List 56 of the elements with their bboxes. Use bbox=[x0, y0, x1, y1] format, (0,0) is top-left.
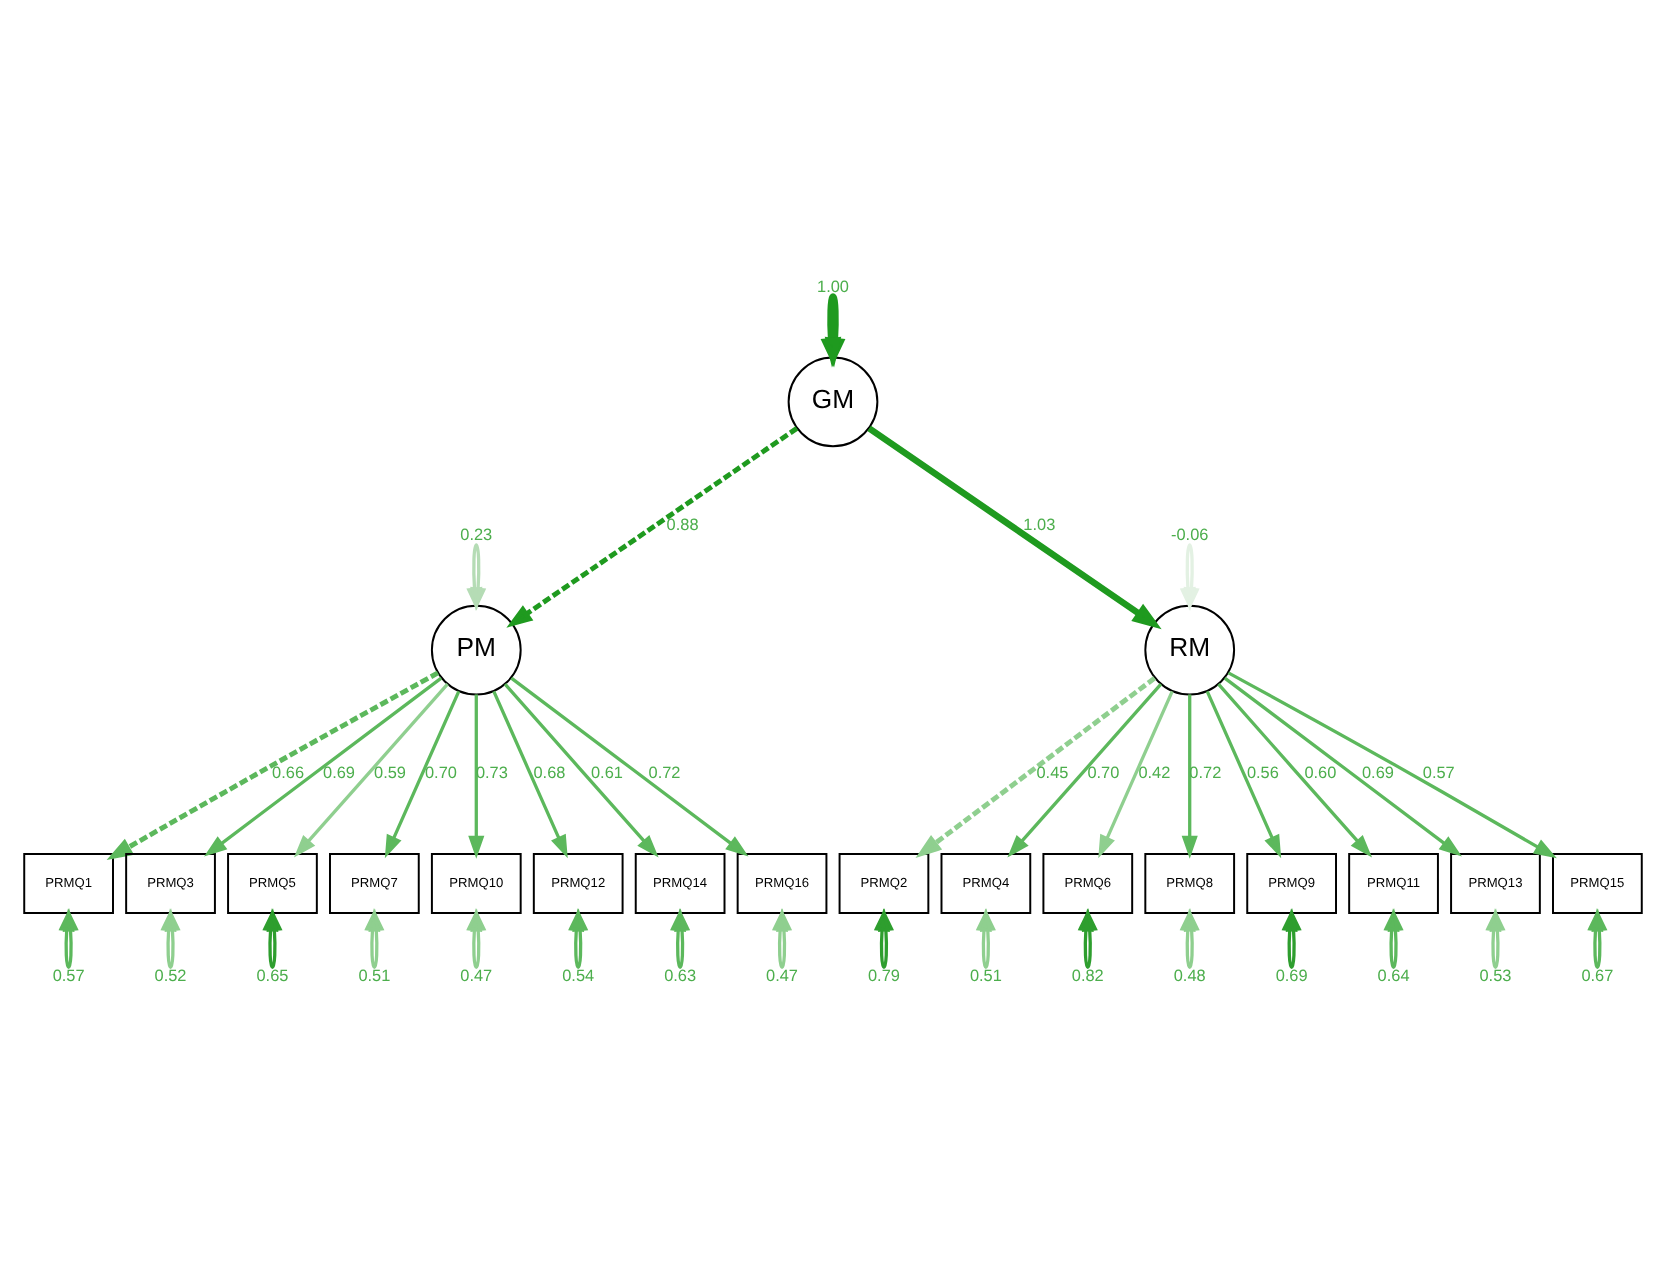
arrow bbox=[915, 676, 1157, 859]
edge-label: 0.23 bbox=[460, 525, 493, 544]
edge-label: 0.61 bbox=[591, 764, 623, 783]
edge-label: 0.48 bbox=[1173, 966, 1206, 985]
arrow bbox=[293, 683, 449, 858]
node-circle: PM bbox=[430, 604, 522, 696]
edge-label: 0.69 bbox=[1361, 764, 1394, 783]
edge-label: -0.06 bbox=[1171, 525, 1209, 544]
arrow bbox=[204, 676, 443, 857]
edge-label: 0.45 bbox=[1036, 764, 1069, 783]
edge-label: 0.70 bbox=[424, 764, 457, 783]
edge-label: 0.53 bbox=[1479, 966, 1512, 985]
edge-label: 0.59 bbox=[374, 764, 406, 783]
edge-label: 0.51 bbox=[969, 966, 1002, 985]
edge-label: 0.63 bbox=[664, 966, 697, 985]
edge-label: 0.60 bbox=[1304, 764, 1337, 783]
edge-label: 0.56 bbox=[1246, 764, 1279, 783]
edge-label: 1.00 bbox=[817, 277, 849, 296]
edge-label: 0.67 bbox=[1581, 966, 1614, 985]
arrow bbox=[468, 694, 485, 859]
edge-label: 1.03 bbox=[1023, 516, 1056, 535]
edge-label: 0.47 bbox=[460, 966, 493, 985]
node-circle: RM bbox=[1144, 604, 1236, 696]
edge-label: 0.57 bbox=[52, 966, 85, 985]
edge-label: 0.69 bbox=[1275, 966, 1308, 985]
edge-label: 0.65 bbox=[256, 966, 289, 985]
arrow bbox=[1098, 690, 1174, 859]
arrow bbox=[510, 676, 749, 857]
edge-label: 0.72 bbox=[648, 764, 681, 783]
edge-label: 0.70 bbox=[1087, 764, 1120, 783]
edge-label: 0.88 bbox=[666, 516, 699, 535]
node-circle: GM bbox=[787, 356, 879, 448]
edge-label: 0.79 bbox=[867, 966, 900, 985]
edge-label: 0.42 bbox=[1138, 764, 1171, 783]
arrow bbox=[492, 690, 568, 859]
edge-label: 0.69 bbox=[323, 764, 355, 783]
arrow bbox=[506, 426, 799, 628]
edge-label: 0.66 bbox=[272, 764, 305, 783]
arrow bbox=[1181, 694, 1198, 859]
arrow bbox=[1227, 671, 1557, 859]
edge-label: 0.51 bbox=[358, 966, 391, 985]
arrow bbox=[1205, 690, 1282, 859]
arrow bbox=[1223, 676, 1462, 857]
edge-label: 0.47 bbox=[766, 966, 799, 985]
arrow bbox=[867, 425, 1162, 630]
arrow bbox=[1217, 683, 1373, 858]
edge-label: 0.54 bbox=[562, 966, 595, 985]
arrow bbox=[503, 683, 659, 858]
arrow bbox=[106, 670, 440, 860]
arrow bbox=[1007, 683, 1163, 858]
edge-label: 0.52 bbox=[154, 966, 187, 985]
edge-label: 0.57 bbox=[1422, 764, 1455, 783]
arrow bbox=[384, 690, 461, 859]
edge-label: 0.82 bbox=[1071, 966, 1104, 985]
edge-label: 0.64 bbox=[1377, 966, 1410, 985]
edge-label: 0.68 bbox=[533, 764, 566, 783]
